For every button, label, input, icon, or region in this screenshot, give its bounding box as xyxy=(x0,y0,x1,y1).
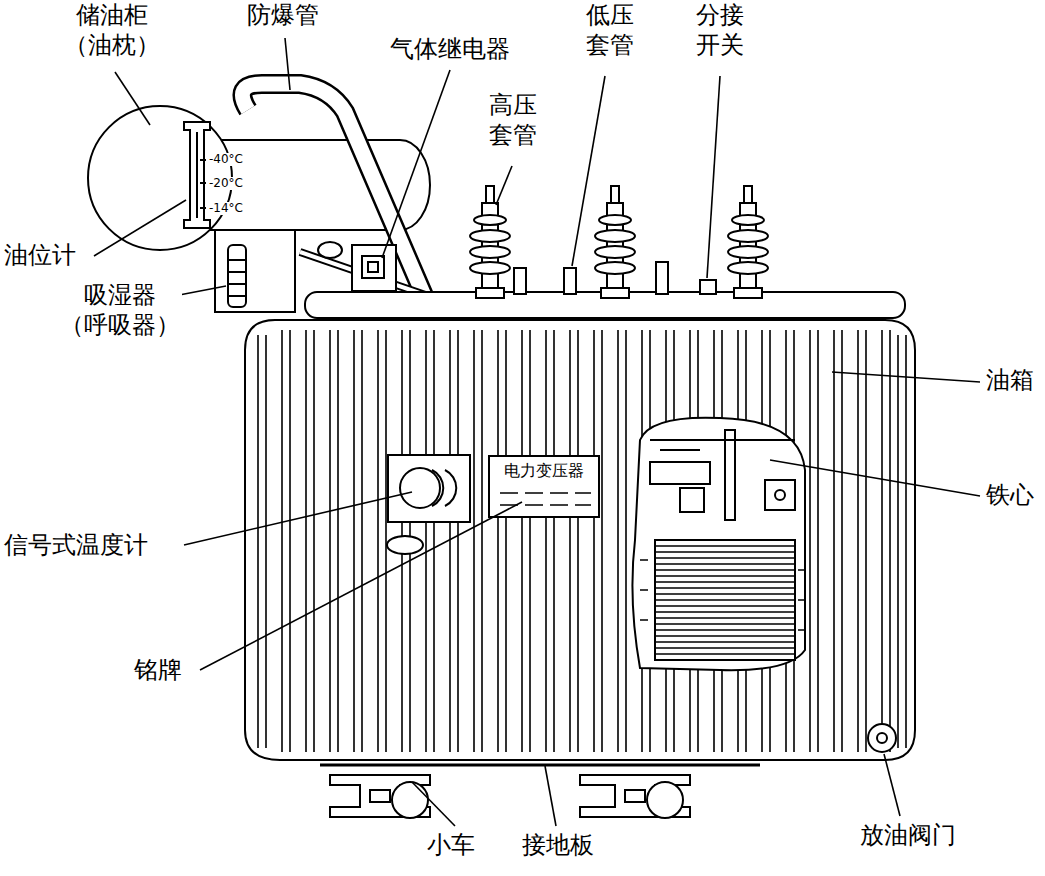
nameplate-title: 电力变压器 xyxy=(490,457,598,482)
part-label: 低压 套管 xyxy=(584,0,636,60)
part-label: 铁心 xyxy=(984,480,1036,510)
scale-mark: -20°C xyxy=(208,177,244,190)
part-label: 信号式温度计 xyxy=(2,530,150,560)
part-label: 放油阀门 xyxy=(858,820,958,850)
part-label: 油位计 xyxy=(2,240,78,270)
part-label: 接地板 xyxy=(520,830,596,860)
scale-mark: -40°C xyxy=(208,153,244,166)
part-label: 吸湿器 （呼吸器） xyxy=(58,280,182,340)
part-label: 防爆管 xyxy=(245,0,321,30)
part-label: 分接 开关 xyxy=(694,0,746,60)
part-label: 铭牌 xyxy=(132,655,184,685)
part-label: 高压 套管 xyxy=(487,90,539,150)
part-label: 气体继电器 xyxy=(388,34,512,64)
nameplate-box: 电力变压器 xyxy=(488,455,600,518)
part-label: 小车 xyxy=(425,830,477,860)
part-label: 储油柜 （油枕） xyxy=(62,0,162,60)
part-label: 油箱 xyxy=(984,365,1036,395)
scale-mark: -14°C xyxy=(208,202,244,215)
